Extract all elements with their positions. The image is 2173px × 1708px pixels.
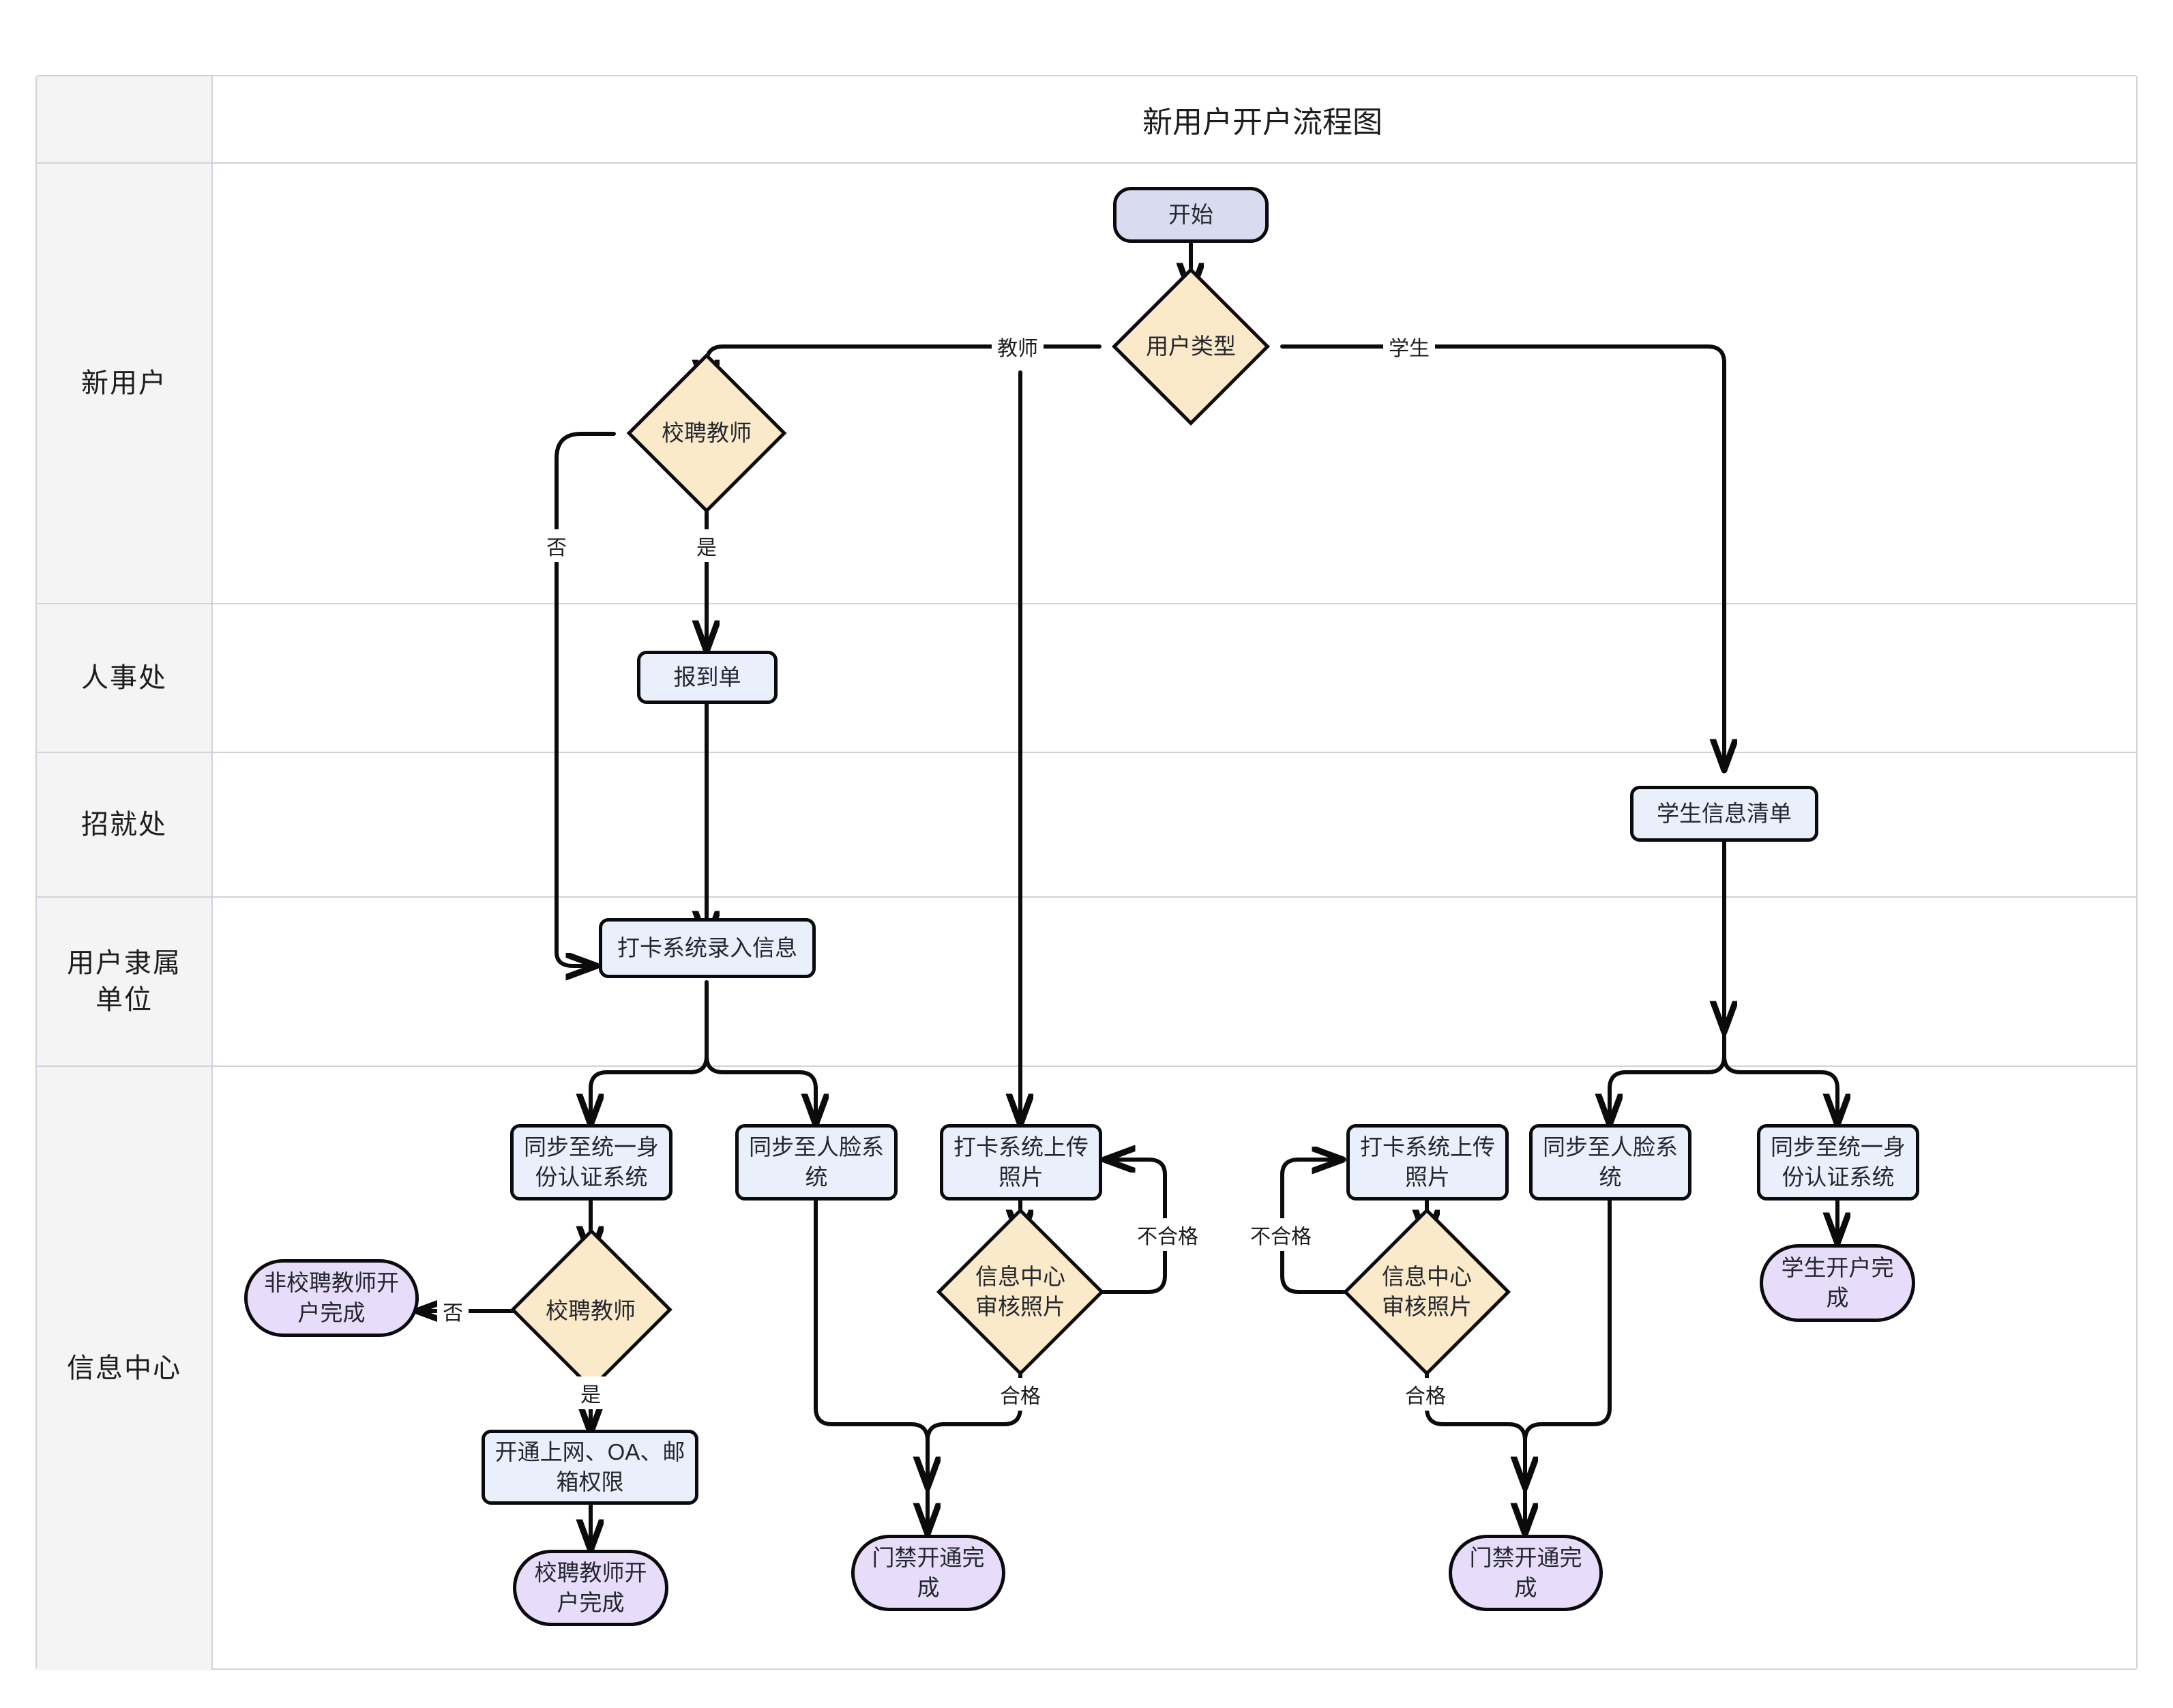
node-student-list-label: 学生信息清单	[1657, 801, 1792, 827]
lane-new-user-row: 新用户	[37, 164, 2136, 604]
edge-label-teacher: 教师	[992, 330, 1044, 363]
node-sync-face-student-label: 同步至人脸系统	[1543, 1134, 1678, 1190]
node-door-access-done-student[interactable]: 门禁开通完成	[1449, 1535, 1603, 1611]
node-door-access-done-student-label: 门禁开通完成	[1469, 1545, 1582, 1600]
node-noncampus-teacher-done[interactable]: 非校聘教师开户完成	[244, 1259, 419, 1337]
node-campus-teacher-done-label: 校聘教师开户完成	[534, 1560, 647, 1615]
lane-hr-header: 人事处	[37, 604, 213, 752]
edge-label-no-1: 否	[541, 529, 572, 562]
page-title: 新用户开户流程图	[1142, 106, 1383, 139]
node-grant-access-label: 开通上网、OA、邮箱权限	[494, 1439, 685, 1494]
node-campus-teacher-done[interactable]: 校聘教师开户完成	[513, 1550, 668, 1626]
node-sync-idauth-student[interactable]: 同步至统一身份认证系统	[1757, 1124, 1919, 1201]
edge-label-student: 学生	[1383, 330, 1435, 363]
node-door-access-done-teacher[interactable]: 门禁开通完成	[851, 1535, 1005, 1611]
node-door-access-done-teacher-label: 门禁开通完成	[872, 1545, 985, 1600]
lane-recruitment-header: 招就处	[37, 753, 213, 896]
node-punch-upload-teacher-label: 打卡系统上传照片	[954, 1134, 1089, 1190]
node-review-photo-student[interactable]: 信息中心审核照片	[1331, 1207, 1522, 1376]
lane-recruitment-row: 招就处	[37, 753, 2136, 898]
node-punch-entry[interactable]: 打卡系统录入信息	[599, 918, 816, 978]
node-punch-upload-student-label: 打卡系统上传照片	[1360, 1134, 1495, 1190]
lane-info-center-row: 信息中心	[37, 1067, 2136, 1670]
node-report-form-label: 报到单	[673, 664, 741, 690]
swimlane-container: 新用户开户流程图 新用户 人事处 招就处 用户隶属 单位 信息中心	[35, 75, 2138, 1670]
edge-label-fail-student: 不合格	[1245, 1218, 1317, 1251]
edge-label-no-2: 否	[437, 1295, 469, 1327]
lane-info-center-header: 信息中心	[37, 1067, 213, 1670]
edge-label-yes-1: 是	[691, 529, 722, 562]
lane-title-body: 新用户开户流程图	[213, 76, 2136, 162]
node-start[interactable]: 开始	[1113, 187, 1269, 243]
node-review-photo-teacher-label: 信息中心审核照片	[975, 1264, 1065, 1319]
node-review-photo-student-label: 信息中心审核照片	[1382, 1264, 1472, 1319]
lane-new-user-header: 新用户	[37, 164, 213, 603]
node-student-account-done[interactable]: 学生开户完成	[1760, 1244, 1915, 1322]
edge-label-pass-student: 合格	[1400, 1378, 1451, 1411]
lane-user-unit-row: 用户隶属 单位	[37, 898, 2136, 1067]
node-report-form[interactable]: 报到单	[637, 651, 778, 704]
lane-user-unit-body	[213, 898, 2136, 1065]
node-sync-face-teacher[interactable]: 同步至人脸系统	[735, 1124, 898, 1201]
node-user-type-label: 用户类型	[1146, 334, 1236, 359]
node-campus-teacher-label: 校聘教师	[662, 420, 752, 446]
node-punch-upload-student[interactable]: 打卡系统上传照片	[1346, 1124, 1509, 1201]
node-student-account-done-label: 学生开户完成	[1781, 1255, 1894, 1310]
node-sync-face-student[interactable]: 同步至人脸系统	[1529, 1124, 1691, 1201]
lane-recruitment-body	[213, 753, 2136, 896]
node-sync-idauth-teacher-label: 同步至统一身份认证系统	[524, 1134, 659, 1190]
node-grant-access[interactable]: 开通上网、OA、邮箱权限	[482, 1430, 698, 1505]
node-review-photo-teacher[interactable]: 信息中心审核照片	[925, 1207, 1116, 1376]
node-start-label: 开始	[1168, 202, 1213, 228]
lane-title-header	[37, 76, 213, 162]
edge-label-pass-teacher: 合格	[994, 1378, 1046, 1411]
node-punch-upload-teacher[interactable]: 打卡系统上传照片	[940, 1124, 1102, 1201]
lane-title-row: 新用户开户流程图	[37, 76, 2136, 164]
edge-label-yes-2: 是	[575, 1376, 606, 1409]
node-sync-idauth-student-label: 同步至统一身份认证系统	[1771, 1134, 1906, 1190]
node-campus-teacher-2[interactable]: 校聘教师	[498, 1228, 683, 1391]
node-punch-entry-label: 打卡系统录入信息	[617, 935, 797, 961]
lane-hr-body	[213, 604, 2136, 752]
node-sync-face-teacher-label: 同步至人脸系统	[749, 1134, 884, 1190]
node-campus-teacher-2-label: 校聘教师	[546, 1298, 636, 1324]
lane-user-unit-label: 用户隶属 单位	[67, 948, 181, 1015]
node-student-list[interactable]: 学生信息清单	[1630, 786, 1818, 842]
lane-user-unit-header: 用户隶属 单位	[37, 898, 213, 1065]
edge-label-fail-teacher: 不合格	[1132, 1218, 1204, 1251]
lane-hr-row: 人事处	[37, 604, 2136, 753]
node-sync-idauth-teacher[interactable]: 同步至统一身份认证系统	[510, 1124, 672, 1201]
node-noncampus-teacher-done-label: 非校聘教师开户完成	[264, 1270, 399, 1325]
node-campus-teacher[interactable]: 校聘教师	[614, 353, 799, 514]
node-user-type[interactable]: 用户类型	[1099, 267, 1282, 426]
